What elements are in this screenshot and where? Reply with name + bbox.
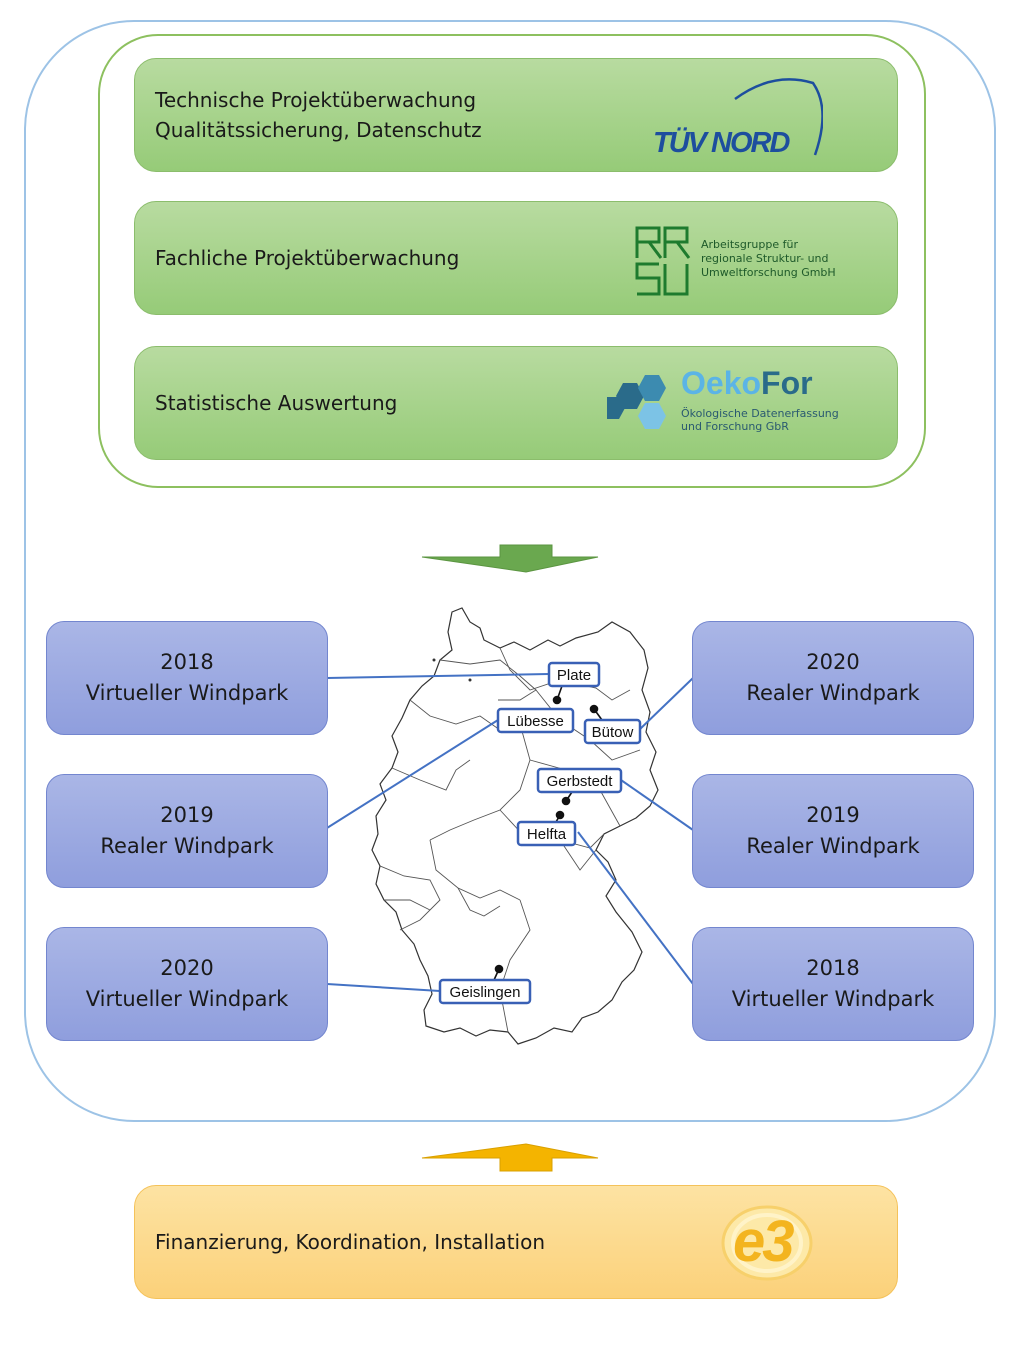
e3-ring-icon [721, 1205, 813, 1281]
professional-monitoring-box: Fachliche Projektüberwachung Arbeitsgrup… [134, 201, 898, 315]
windpark-type: Realer Windpark [746, 681, 920, 705]
connector-helfta [577, 831, 694, 985]
oekofor-title-part2: For [761, 365, 813, 401]
windpark-box-left-2: 2019 Realer Windpark [46, 774, 328, 888]
windpark-type: Realer Windpark [100, 834, 274, 858]
windpark-year: 2019 [160, 803, 214, 827]
location-label-luebesse: Lübesse [496, 707, 575, 734]
connector-plate [326, 673, 550, 679]
box-line: Fachliche Projektüberwachung [155, 246, 460, 270]
location-name: Gerbstedt [547, 773, 614, 790]
down-arrow-icon [421, 544, 599, 573]
windpark-box-right-2: 2019 Realer Windpark [692, 774, 974, 888]
connector-geislingen [326, 983, 441, 992]
location-label-buetow: Bütow [583, 718, 642, 745]
windpark-type: Virtueller Windpark [85, 681, 289, 705]
tuv-nord-logo: TÜV NORD [653, 69, 824, 165]
location-label-plate: Plate [547, 661, 601, 688]
oekofor-text-line: und Forschung GbR [681, 420, 789, 433]
connector-lines [326, 673, 694, 992]
oekofor-hexagon-icon [607, 375, 666, 429]
statistical-analysis-box: Statistische Auswertung OekoFor Ökologis… [134, 346, 898, 460]
arsu-text-line: Umweltforschung GmbH [701, 266, 836, 279]
e3-text: e3 [733, 1209, 794, 1274]
windpark-year: 2018 [806, 956, 860, 980]
windpark-type: Virtueller Windpark [85, 987, 289, 1011]
arsu-text-line: Arbeitsgruppe für [701, 238, 798, 251]
windpark-type: Realer Windpark [746, 834, 920, 858]
project-outer-frame [24, 20, 996, 1122]
windpark-box-right-3: 2018 Virtueller Windpark [692, 927, 974, 1041]
tuv-nord-arc-icon [734, 78, 824, 156]
windpark-year: 2019 [806, 803, 860, 827]
connector-gerbstedt [620, 779, 694, 831]
windpark-box-left-1: 2018 Virtueller Windpark [46, 621, 328, 735]
box-line: Technische Projektüberwachung [155, 88, 477, 112]
windpark-box-right-1: 2020 Realer Windpark [692, 621, 974, 735]
location-label-geislingen: Geislingen [438, 978, 532, 1005]
oekofor-title-part1: Oeko [681, 365, 762, 401]
up-arrow-icon [421, 1143, 599, 1172]
tuv-nord-text: TÜV NORD [653, 127, 790, 159]
location-name: Lübesse [507, 713, 564, 730]
location-name: Geislingen [450, 984, 521, 1001]
arsu-logo: Arbeitsgruppe für regionale Struktur- un… [633, 220, 873, 300]
windpark-box-left-3: 2020 Virtueller Windpark [46, 927, 328, 1041]
location-name: Helfta [527, 826, 567, 843]
state-borders [379, 647, 641, 1033]
connector-luebesse [326, 719, 499, 829]
windpark-year: 2018 [160, 650, 214, 674]
financing-box: Finanzierung, Koordination, Installation… [134, 1185, 898, 1299]
windpark-type: Virtueller Windpark [731, 987, 935, 1011]
monitoring-group-frame [98, 34, 926, 488]
location-label-helfta: Helfta [516, 820, 577, 847]
box-line: Finanzierung, Koordination, Installation [155, 1230, 545, 1254]
arsu-mark-icon [635, 226, 691, 296]
connector-buetow [637, 677, 694, 732]
windpark-year: 2020 [160, 956, 214, 980]
arsu-text-line: regionale Struktur- und [701, 252, 829, 265]
location-label-gerbstedt: Gerbstedt [536, 767, 623, 794]
location-name: Bütow [592, 724, 634, 741]
box-line: Qualitätssicherung, Datenschutz [155, 118, 482, 142]
oekofor-logo: OekoFor Ökologische Datenerfassung und F… [605, 365, 885, 441]
location-name: Plate [557, 667, 591, 684]
oekofor-text-line: Ökologische Datenerfassung [681, 407, 839, 420]
technical-monitoring-box: Technische Projektüberwachung Qualitätss… [134, 58, 898, 172]
location-markers [493, 685, 603, 981]
windpark-year: 2020 [806, 650, 860, 674]
e3-logo: e3 [717, 1202, 817, 1284]
box-line: Statistische Auswertung [155, 391, 398, 415]
